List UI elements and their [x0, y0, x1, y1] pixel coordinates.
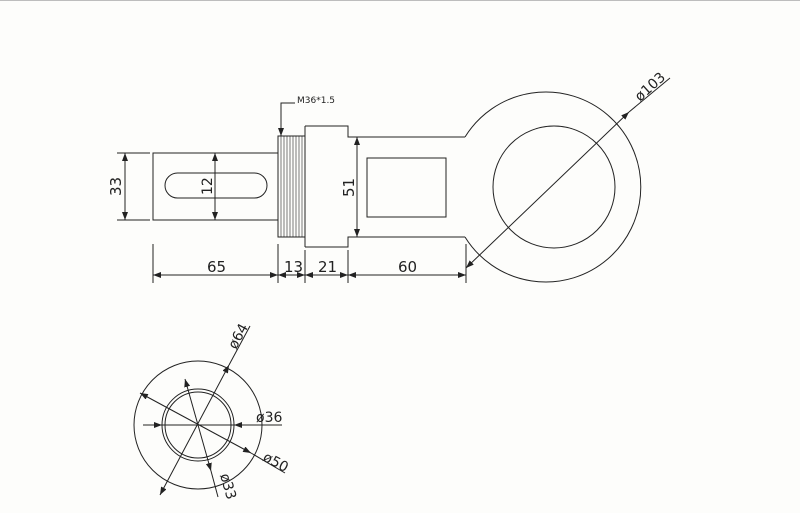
front-view: M36*1.5 33 12 51 ø103 65 13 21 60 — [107, 69, 671, 283]
window-outline — [366, 157, 447, 218]
dim-21: 21 — [318, 258, 337, 276]
window-top-border — [0, 0, 800, 1]
dim-60: 60 — [398, 258, 417, 276]
thread-leader — [278, 102, 295, 136]
collar-body-outline — [304, 125, 465, 248]
dim-51: 51 — [340, 178, 358, 197]
side-view: ø64 ø50 ø36 ø33 — [133, 321, 291, 502]
dim-12: 12 — [200, 177, 216, 195]
dim-33-bore: ø33 — [216, 472, 239, 502]
dim-103: ø103 — [632, 69, 669, 105]
thread-label: M36*1.5 — [297, 96, 335, 106]
dim-36: ø36 — [256, 410, 282, 426]
dim-50: ø50 — [260, 449, 291, 476]
dim-64: ø64 — [225, 321, 252, 352]
ring-inner — [492, 125, 616, 249]
thread-section — [277, 135, 306, 238]
ring-outer — [464, 91, 642, 283]
dim-33: 33 — [107, 177, 125, 196]
dim-65: 65 — [207, 258, 226, 276]
thread-hatching — [280, 136, 303, 237]
slot-outline — [164, 172, 268, 199]
dim-13: 13 — [284, 258, 303, 276]
